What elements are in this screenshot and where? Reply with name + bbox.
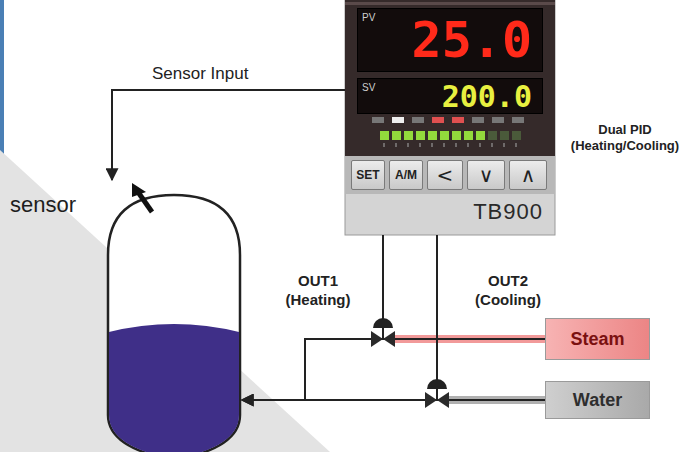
bar-tick <box>408 143 409 147</box>
tank-outline <box>10 180 242 452</box>
bar-segment <box>392 131 401 140</box>
down-button: ∨ <box>467 160 505 190</box>
valve-actuator <box>373 318 393 328</box>
bar-tick <box>468 143 469 147</box>
bar-tick <box>432 143 433 147</box>
status-led <box>412 117 424 123</box>
bar-tick <box>480 143 481 147</box>
status-led <box>432 117 444 123</box>
node-text: ∧ <box>521 163 536 187</box>
status-led <box>372 117 384 123</box>
bar-segment <box>416 131 425 140</box>
sensor-tip <box>132 183 146 197</box>
status-led <box>492 117 504 123</box>
bar-tick <box>456 143 457 147</box>
sensor-probe <box>138 192 152 212</box>
valve-actuator <box>427 379 447 389</box>
status-led <box>512 117 524 123</box>
bar-tick <box>504 143 505 147</box>
bargraph <box>372 117 524 147</box>
valve-stem <box>382 328 384 339</box>
bar-segment <box>500 131 509 140</box>
node-text: Steam <box>570 329 624 350</box>
annotation-label: OUT1 (Heating) <box>276 272 360 310</box>
bar-tick <box>492 143 493 147</box>
bar-tick <box>516 143 517 147</box>
controller-trim <box>345 2 555 5</box>
annotation-label: OUT2 (Cooling) <box>466 272 550 310</box>
up-button: ∧ <box>509 160 547 190</box>
node-text: 200.0 <box>442 79 532 115</box>
bar-segment <box>476 131 485 140</box>
node-text: SET <box>356 168 379 182</box>
shift-button: < <box>427 160 463 190</box>
annotation-label: Dual PID (Heating/Cooling) <box>560 122 690 155</box>
bar-segment <box>464 131 473 140</box>
status-led <box>472 117 484 123</box>
node-text: PV <box>362 12 375 23</box>
liquid <box>109 324 239 452</box>
out2-wire <box>436 235 438 383</box>
node-text: A/M <box>395 168 417 182</box>
auto-manual-button: A/M <box>389 160 423 190</box>
water-source: Water <box>545 381 650 419</box>
connector <box>242 339 545 400</box>
node-text: Water <box>573 390 622 411</box>
bar-segment <box>488 131 497 140</box>
bar-segment <box>512 131 521 140</box>
status-led <box>452 117 464 123</box>
node-text: ∨ <box>479 163 494 187</box>
bar-tick <box>420 143 421 147</box>
node-text: SV <box>362 82 375 93</box>
bar-segment <box>404 131 413 140</box>
edge-label: Sensor Input <box>152 64 248 84</box>
water-valve <box>425 379 449 408</box>
bar-segment <box>428 131 437 140</box>
node-text: < <box>437 163 454 187</box>
tank-vessel: sensor <box>10 180 242 452</box>
node-text: TB900 <box>473 199 543 225</box>
node-text: 25.0 <box>412 10 532 70</box>
bar-tick <box>444 143 445 147</box>
bar-tick <box>396 143 397 147</box>
button-row <box>345 156 555 194</box>
steam-valve <box>371 318 395 347</box>
controller-box: TB900 PV 25.0SV 200.0SET A/M < ∨ ∧ <box>345 0 555 235</box>
vessel-wall <box>108 195 240 452</box>
bar-segment <box>440 131 449 140</box>
connector <box>112 90 345 180</box>
steam-source: Steam <box>545 318 650 360</box>
status-led <box>392 117 404 123</box>
set-button: SET <box>351 160 385 190</box>
out1-wire <box>382 235 384 322</box>
controller-face <box>345 0 555 156</box>
pv-display: PV 25.0 <box>357 8 543 72</box>
bar-segment <box>380 131 389 140</box>
controller-housing <box>345 0 555 235</box>
node-text: sensor <box>10 192 76 218</box>
sv-display: SV 200.0 <box>357 78 543 114</box>
bar-segment <box>452 131 461 140</box>
bar-tick <box>384 143 385 147</box>
connector <box>242 399 545 401</box>
valve-stem <box>436 389 438 400</box>
